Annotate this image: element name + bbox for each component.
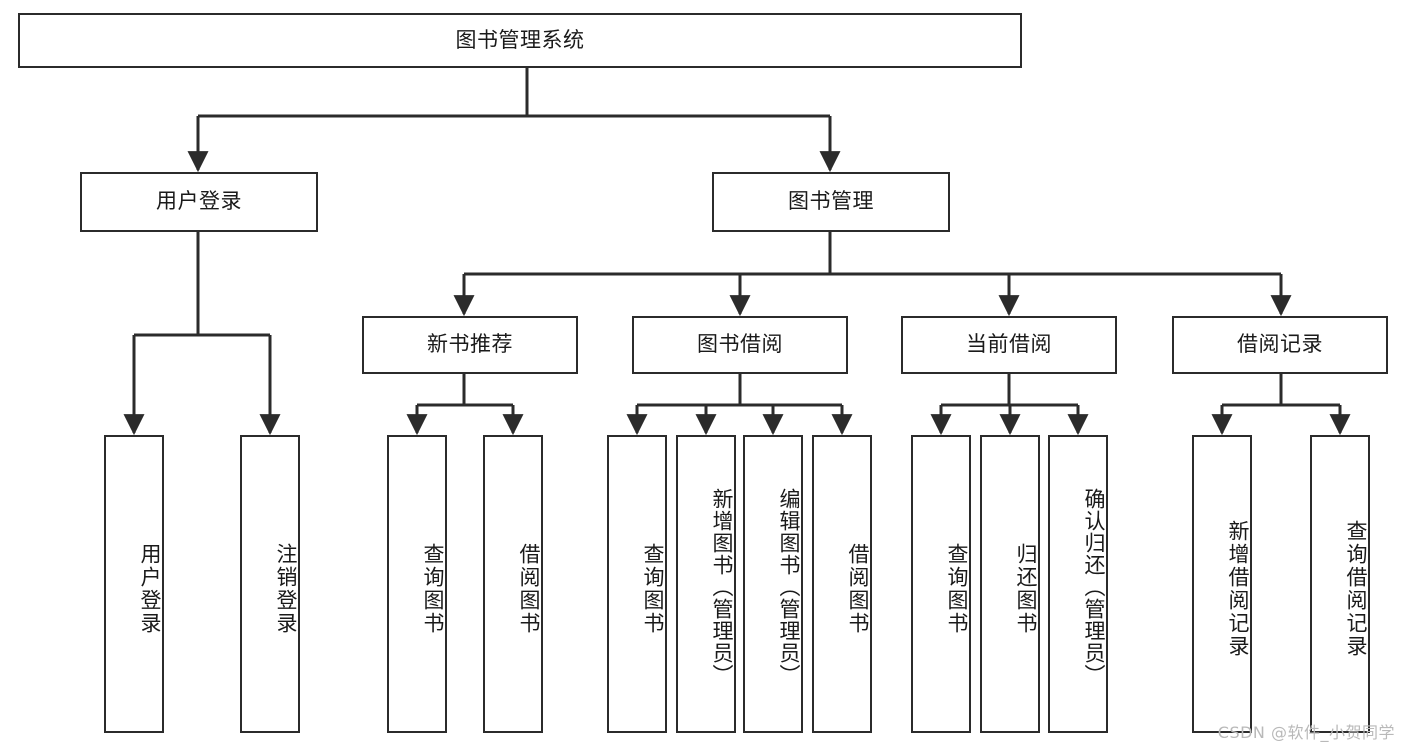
leaf-new-book-borrow-book[interactable]: 借阅图书 (483, 435, 543, 733)
node-label: 查询借阅记录 (1344, 520, 1368, 658)
leaf-current-borrow-confirm-return-admin[interactable]: 确认归还（管理员） (1048, 435, 1108, 733)
node-label: 新增借阅记录 (1226, 520, 1250, 658)
node-label: 用户登录 (156, 189, 242, 214)
node-label: 图书管理系统 (455, 27, 585, 52)
leaf-borrow-record-add-record[interactable]: 新增借阅记录 (1192, 435, 1252, 733)
node-user-login[interactable]: 用户登录 (80, 172, 318, 232)
leaf-borrow-record-query-record[interactable]: 查询借阅记录 (1310, 435, 1370, 733)
node-label: 借阅图书 (517, 543, 541, 635)
node-label: 借阅记录 (1237, 332, 1323, 357)
node-current-borrow[interactable]: 当前借阅 (901, 316, 1117, 374)
leaf-new-book-query-book[interactable]: 查询图书 (387, 435, 447, 733)
node-label: 当前借阅 (966, 332, 1052, 357)
leaf-book-borrow-query-book[interactable]: 查询图书 (607, 435, 667, 733)
node-borrow-record[interactable]: 借阅记录 (1172, 316, 1388, 374)
node-label: 查询图书 (641, 543, 665, 635)
node-root-system[interactable]: 图书管理系统 (18, 13, 1022, 68)
node-book-borrow[interactable]: 图书借阅 (632, 316, 848, 374)
leaf-book-borrow-borrow-book[interactable]: 借阅图书 (812, 435, 872, 733)
node-label: 借阅图书 (846, 543, 870, 635)
node-label: 图书借阅 (697, 332, 783, 357)
leaf-user-login-logout[interactable]: 注销登录 (240, 435, 300, 733)
node-label: 归还图书 (1014, 543, 1038, 635)
node-label: 用户登录 (138, 543, 162, 635)
node-book-management[interactable]: 图书管理 (712, 172, 950, 232)
node-new-book-recommend[interactable]: 新书推荐 (362, 316, 578, 374)
leaf-current-borrow-query-book[interactable]: 查询图书 (911, 435, 971, 733)
leaf-book-borrow-edit-book-admin[interactable]: 编辑图书（管理员） (743, 435, 803, 733)
leaf-current-borrow-return-book[interactable]: 归还图书 (980, 435, 1040, 733)
leaf-book-borrow-add-book-admin[interactable]: 新增图书（管理员） (676, 435, 736, 733)
node-label: 图书管理 (788, 189, 874, 214)
node-label: 编辑图书（管理员） (777, 488, 801, 686)
node-label: 确认归还（管理员） (1082, 488, 1106, 686)
node-label: 新书推荐 (427, 332, 513, 357)
node-label: 查询图书 (421, 543, 445, 635)
node-label: 注销登录 (274, 543, 298, 635)
node-label: 新增图书（管理员） (710, 488, 734, 686)
node-label: 查询图书 (945, 543, 969, 635)
leaf-user-login-login[interactable]: 用户登录 (104, 435, 164, 733)
